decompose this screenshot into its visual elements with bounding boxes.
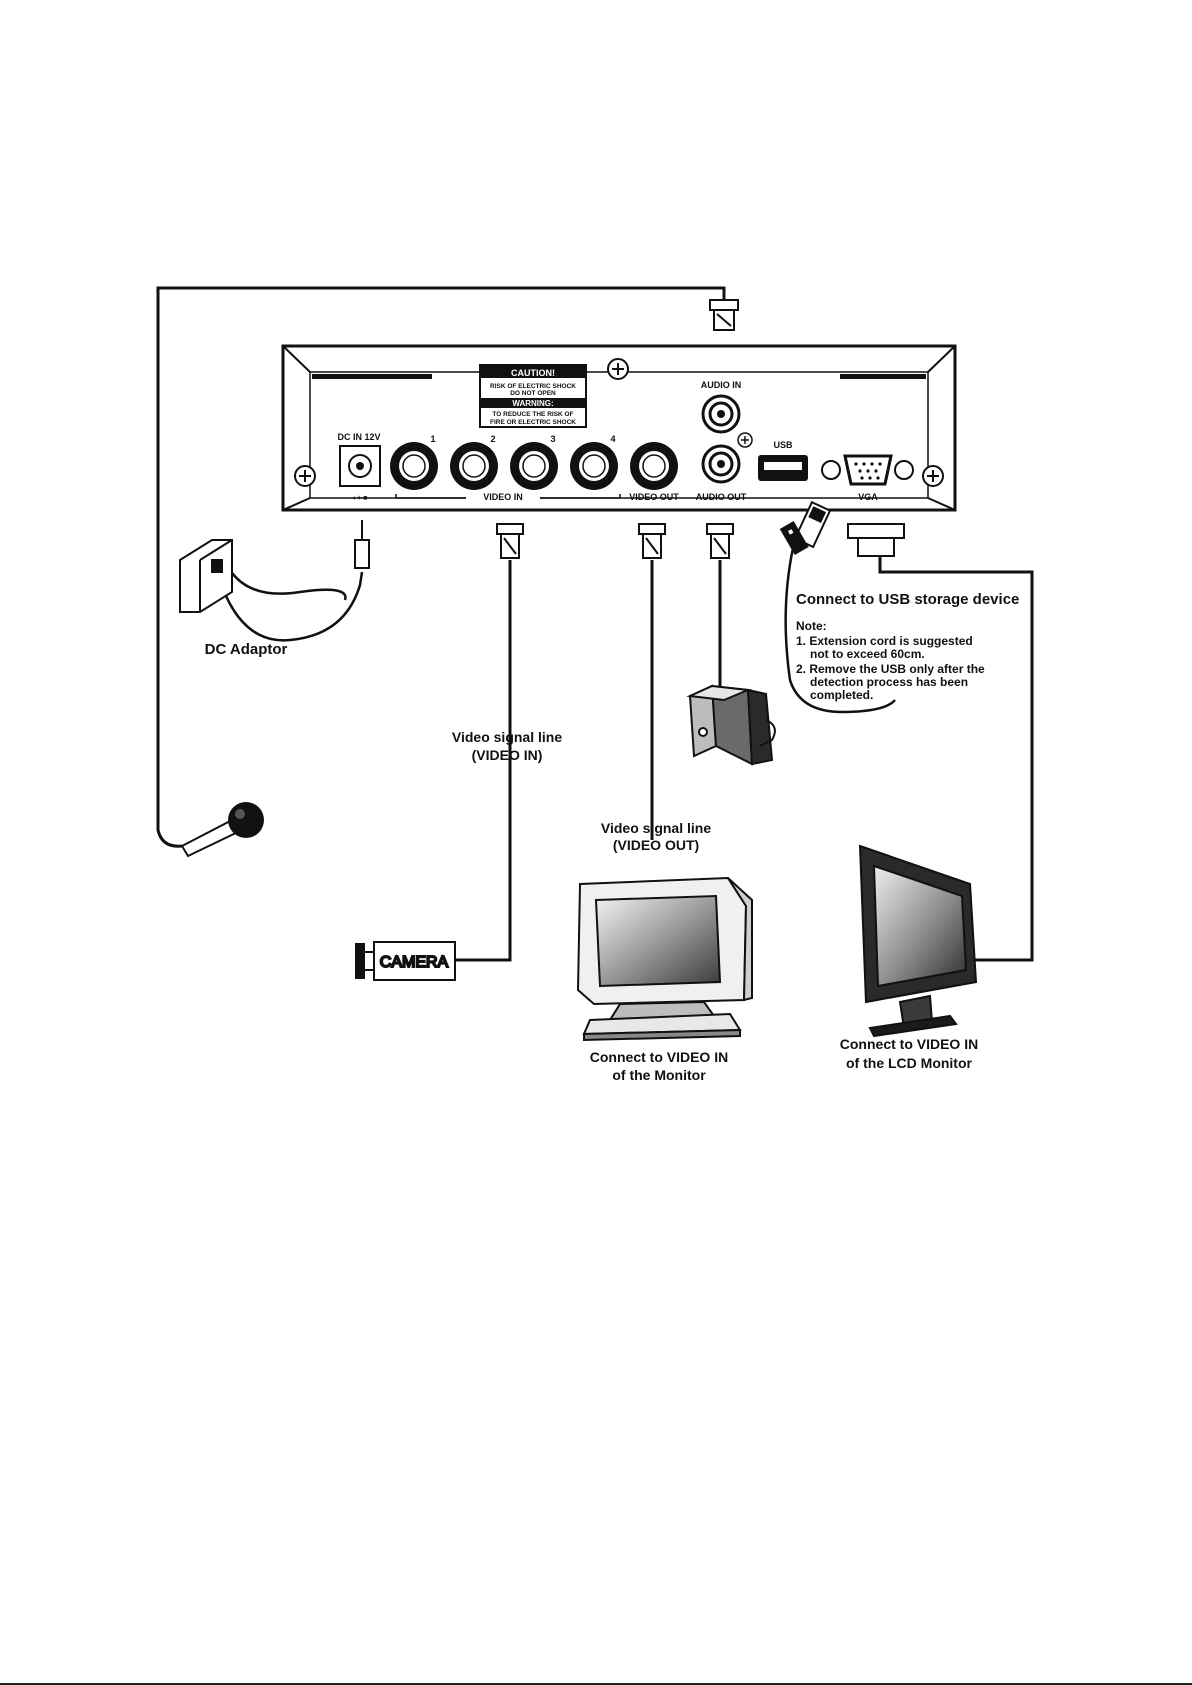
dvr-rear-panel: CAUTION! RISK OF ELECTRIC SHOCK DO NOT O… [281,344,957,512]
monitor-label-1: Connect to VIDEO IN [590,1049,728,1065]
usb-note: Note: 1. Extension cord is suggested not… [796,619,985,702]
port-number-4: 4 [610,434,615,444]
audio-out-jack[interactable] [701,444,741,484]
dc-in-label: DC IN 12V [337,432,380,442]
microphone-cable [156,286,726,848]
port-number-2: 2 [490,434,495,444]
video-in-cable [455,560,512,962]
dc-adaptor-cable [216,571,364,642]
note-item-1-line-2: not to exceed 60cm. [810,647,925,661]
lcd-monitor-label-2: of the LCD Monitor [846,1055,973,1071]
camera-label: CAMERA [380,954,449,971]
lcd-monitor-label-1: Connect to VIDEO IN [840,1036,978,1052]
video-in-signal-label-2: (VIDEO IN) [472,747,543,763]
caution-line-1: RISK OF ELECTRIC SHOCK [490,383,576,390]
dc-adaptor-loop [228,569,347,601]
vga-label: VGA [858,492,878,502]
note-item-2-line-2: detection process has been [810,675,968,689]
bnc-plug-icon [638,523,666,559]
note-item-1-line-1: 1. Extension cord is suggested [796,634,973,648]
screw-icon [607,358,629,380]
usb-cable [784,547,896,714]
vga-cable [878,555,1034,962]
video-out-signal-label-1: Video signal line [601,820,711,836]
svg-text:-◐+ ■: -◐+ ■ [351,495,368,502]
note-title: Note: [796,619,827,633]
caution-title: CAUTION! [511,368,555,378]
port-number-1: 1 [430,434,435,444]
screw-icon [922,465,944,487]
connector-plugs [496,299,905,559]
microphone-icon [180,802,264,858]
crt-monitor-icon [576,876,753,1042]
usb-label: USB [773,440,793,450]
vga-plug-icon [847,523,905,557]
warning-title: WARNING: [512,399,553,408]
video-in-label: VIDEO IN [483,492,523,502]
monitor-label-2: of the Monitor [612,1067,706,1083]
page-bottom-rule [0,1683,1192,1685]
camera-icon: CAMERA [355,941,456,981]
audio-out-label: AUDIO OUT [696,492,747,502]
screw-icon [737,432,753,448]
video-in-signal-label-1: Video signal line [452,729,562,745]
note-item-2-line-1: 2. Remove the USB only after the [796,662,985,676]
video-in-ports: 1 2 3 4 VIDEO IN [390,434,621,503]
usb-port[interactable]: USB [758,440,808,481]
audio-plug-icon [706,523,734,559]
cables [156,286,1034,962]
usb-stick-icon [779,520,809,555]
dc-in-port[interactable]: DC IN 12V -◐+ ■ [337,432,381,502]
port-number-3: 3 [550,434,555,444]
bnc-port-2[interactable] [450,442,498,490]
audio-in-jack[interactable] [701,394,741,434]
screw-icon [294,465,316,487]
bnc-plug-icon [496,523,524,559]
note-item-2-line-3: completed. [810,688,873,702]
mic-plug-icon [709,299,739,331]
bnc-port-4[interactable] [570,442,618,490]
video-out-port[interactable]: VIDEO OUT [629,442,679,502]
bnc-port-1[interactable] [390,442,438,490]
dc-adaptor-icon [179,520,370,613]
warning-line-1: TO REDUCE THE RISK OF [492,411,573,418]
caution-label: CAUTION! RISK OF ELECTRIC SHOCK DO NOT O… [479,364,587,428]
usb-device-label: Connect to USB storage device [796,591,1019,608]
lcd-monitor-icon [858,844,978,1038]
audio-in-label: AUDIO IN [701,380,742,390]
caution-line-2: DO NOT OPEN [510,390,556,397]
audio-ports: AUDIO IN AUDIO OUT [696,380,747,502]
dc-adaptor-label: DC Adaptor [205,641,288,658]
bnc-port-3[interactable] [510,442,558,490]
speakers-icon [686,684,776,766]
video-out-signal-label-2: (VIDEO OUT) [613,837,699,853]
vga-port[interactable]: VGA [821,454,914,502]
warning-line-2: FIRE OR ELECTRIC SHOCK [490,419,576,426]
video-out-label: VIDEO OUT [629,492,679,502]
